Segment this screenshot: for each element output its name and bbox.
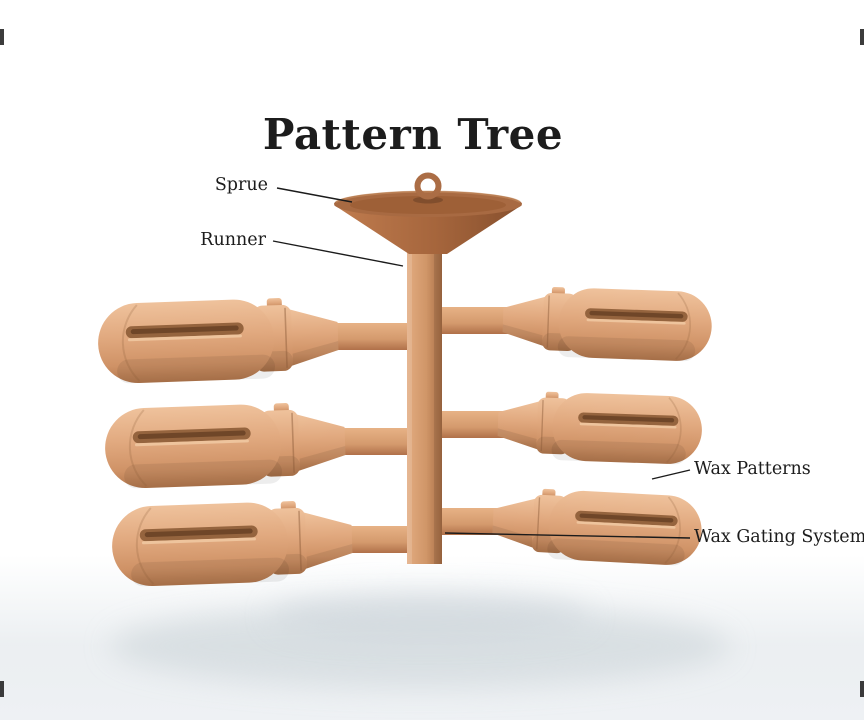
sprue-handle-ring — [414, 172, 442, 200]
sprue-funnel — [334, 172, 522, 254]
leader-line-wax-patterns — [651, 469, 691, 480]
ground-shadow-inner — [270, 591, 590, 639]
corner-marks — [0, 29, 864, 697]
wax-pattern — [495, 389, 704, 466]
runner-column — [407, 252, 442, 564]
leader-line-wax-gating-system — [444, 532, 691, 539]
label-runner: Runner — [200, 230, 266, 250]
leader-lines — [272, 187, 691, 539]
leader-line-sprue — [276, 187, 353, 203]
label-wax-gating-system: Wax Gating System — [694, 527, 864, 547]
label-wax-patterns: Wax Patterns — [694, 459, 811, 479]
wax-pattern — [95, 295, 341, 386]
wax-pattern — [500, 284, 714, 363]
diagram-title: Pattern Tree — [262, 110, 564, 159]
leader-line-runner — [272, 240, 404, 267]
wax-pattern — [490, 485, 705, 568]
wax-pattern — [102, 400, 348, 491]
label-sprue: Sprue — [214, 175, 268, 195]
